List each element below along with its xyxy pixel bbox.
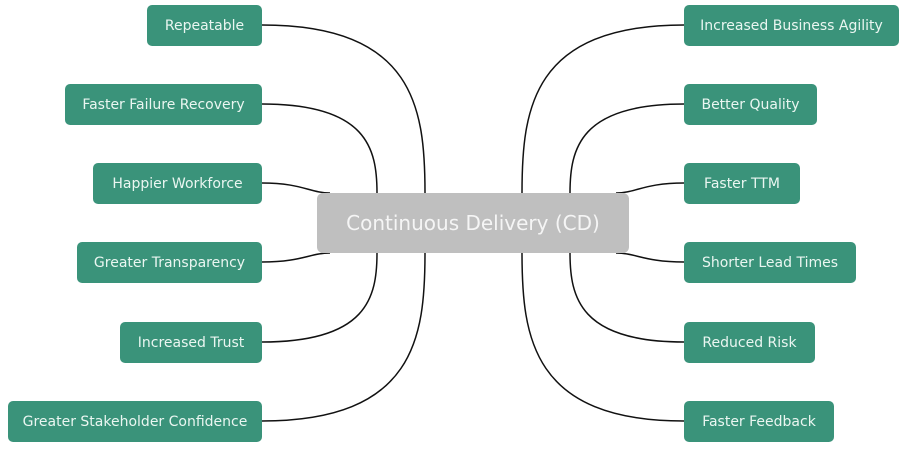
branch-node-greater-transparency[interactable]: Greater Transparency xyxy=(77,242,262,283)
connector-shorter-lead-times xyxy=(615,252,685,263)
connector-better-quality xyxy=(569,103,685,194)
branch-node-repeatable[interactable]: Repeatable xyxy=(147,5,262,46)
connector-faster-ttm xyxy=(615,182,685,194)
branch-node-greater-stakeholder-confidence[interactable]: Greater Stakeholder Confidence xyxy=(8,401,262,442)
connector-greater-stakeholder-confidence xyxy=(261,252,426,422)
connector-reduced-risk xyxy=(569,252,685,343)
branch-node-shorter-lead-times[interactable]: Shorter Lead Times xyxy=(684,242,856,283)
branch-node-better-quality[interactable]: Better Quality xyxy=(684,84,817,125)
branch-node-faster-failure-recovery[interactable]: Faster Failure Recovery xyxy=(65,84,262,125)
central-topic-node[interactable]: Continuous Delivery (CD) xyxy=(317,193,629,253)
connector-faster-failure-recovery xyxy=(261,103,378,194)
branch-node-increased-trust[interactable]: Increased Trust xyxy=(120,322,262,363)
branch-node-reduced-risk[interactable]: Reduced Risk xyxy=(684,322,815,363)
connector-increased-trust xyxy=(261,252,378,343)
branch-node-faster-ttm[interactable]: Faster TTM xyxy=(684,163,800,204)
connector-happier-workforce xyxy=(261,182,331,194)
connector-faster-feedback xyxy=(521,252,685,422)
connector-greater-transparency xyxy=(261,252,331,263)
branch-node-faster-feedback[interactable]: Faster Feedback xyxy=(684,401,834,442)
connector-increased-business-agility xyxy=(521,24,685,194)
branch-node-increased-business-agility[interactable]: Increased Business Agility xyxy=(684,5,899,46)
branch-node-happier-workforce[interactable]: Happier Workforce xyxy=(93,163,262,204)
connector-repeatable xyxy=(261,24,426,194)
